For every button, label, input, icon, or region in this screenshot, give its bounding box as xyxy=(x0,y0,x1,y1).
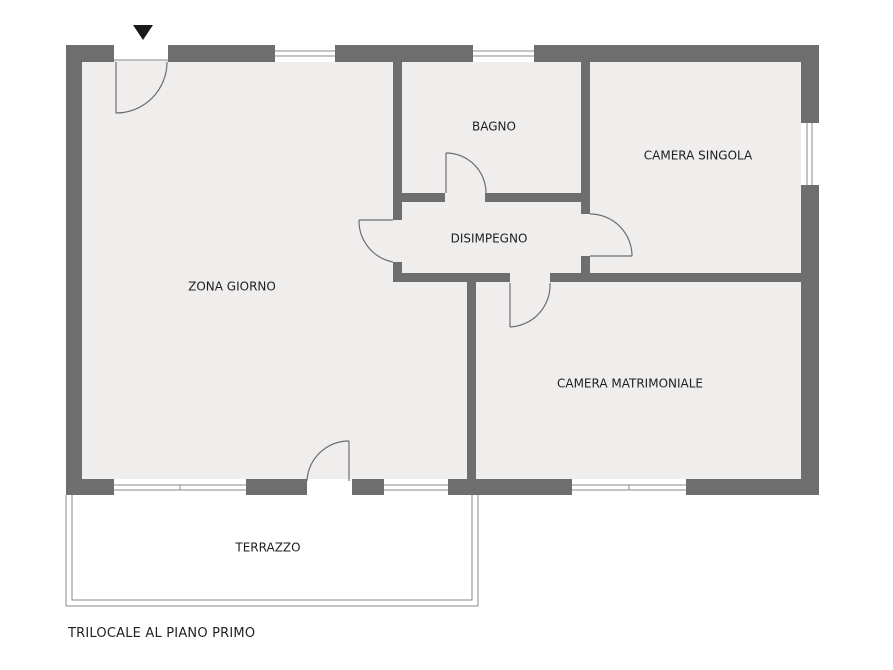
terrazzo-outline xyxy=(65,495,479,607)
window-bottom-1 xyxy=(114,479,246,495)
room-label-camera-singola: CAMERA SINGOLA xyxy=(644,149,753,163)
entrance-opening xyxy=(114,45,168,62)
entrance-door xyxy=(115,61,168,114)
room-label-zona-giorno: ZONA GIORNO xyxy=(188,280,276,294)
window-right xyxy=(801,123,819,185)
zona-giorno-extension xyxy=(393,282,467,479)
matrimoniale-door xyxy=(509,282,551,328)
window-bottom-2 xyxy=(384,479,448,495)
bagno-door-opening xyxy=(445,192,485,203)
entrance-floor xyxy=(114,60,168,63)
matrimoniale-door-opening xyxy=(510,272,550,283)
terrazzo-door-opening xyxy=(307,479,352,495)
zona-disimpegno-opening xyxy=(392,220,403,262)
room-label-disimpegno: DISIMPEGNO xyxy=(451,232,528,246)
terrazzo-door xyxy=(306,440,350,482)
plan-caption: TRILOCALE AL PIANO PRIMO xyxy=(68,626,256,641)
room-label-bagno: BAGNO xyxy=(472,120,516,134)
singola-door-opening xyxy=(580,214,591,256)
camera-matrimoniale-floor xyxy=(476,282,801,479)
disimpegno-floor xyxy=(402,202,581,273)
zona-giorno-floor xyxy=(82,62,393,479)
room-label-terrazzo: TERRAZZO xyxy=(234,541,300,555)
camera-singola-floor xyxy=(590,62,801,273)
window-bottom-3 xyxy=(572,479,686,495)
bagno-floor xyxy=(402,62,581,193)
singola-door xyxy=(589,213,633,257)
bagno-door xyxy=(445,152,487,194)
disimpegno-left-door xyxy=(358,219,394,263)
entrance-arrow-icon xyxy=(133,25,153,40)
room-label-camera-matrimoniale: CAMERA MATRIMONIALE xyxy=(557,377,703,391)
window-top-2 xyxy=(473,45,534,62)
window-top-1 xyxy=(275,45,335,62)
